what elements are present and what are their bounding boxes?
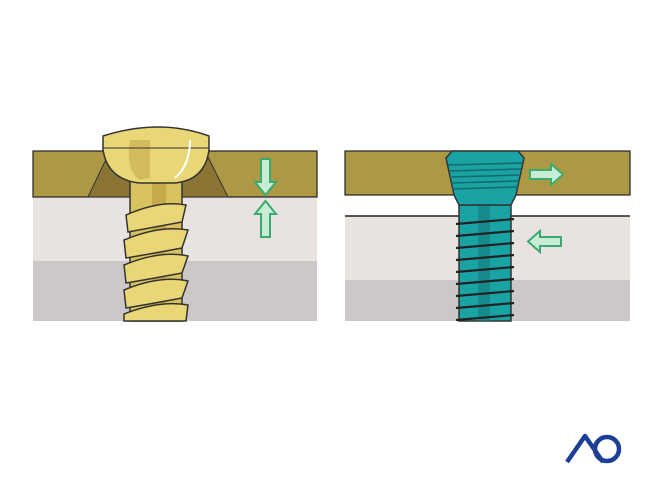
locking-screw — [445, 150, 525, 322]
conventional-screw-panel — [32, 126, 318, 322]
ao-logo — [565, 433, 622, 464]
arrow-up-icon — [252, 199, 279, 238]
locking-screw-panel — [344, 150, 631, 322]
arrow-right-icon — [529, 161, 565, 188]
arrow-left-icon — [526, 228, 562, 255]
arrow-down-icon — [252, 158, 279, 197]
conventional-screw — [102, 126, 210, 322]
